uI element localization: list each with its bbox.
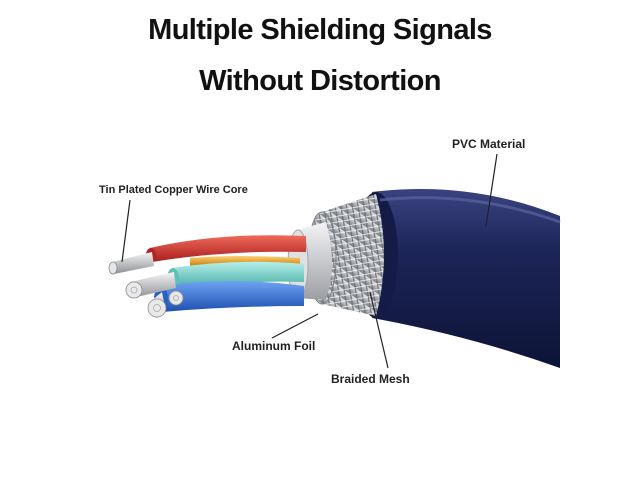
conductor-cores: [108, 252, 184, 318]
label-aluminum-foil: Aluminum Foil: [232, 339, 316, 353]
wire-red: [150, 235, 306, 262]
leader-mesh: [369, 291, 389, 369]
leader-pvc: [485, 153, 498, 227]
title-line-2: Without Distortion: [199, 65, 441, 97]
leader-lines: [121, 153, 498, 369]
wire-blue: [160, 281, 304, 312]
label-wire-core: Tin Plated Copper Wire Core: [99, 184, 248, 196]
pvc-jacket: [354, 189, 561, 368]
leader-core: [121, 199, 131, 263]
leader-foil: [271, 313, 319, 339]
title-line-1: Multiple Shielding Signals: [148, 14, 492, 46]
label-pvc-material: PVC Material: [452, 137, 526, 151]
inner-wires: [146, 235, 306, 312]
label-braided-mesh: Braided Mesh: [331, 372, 410, 386]
